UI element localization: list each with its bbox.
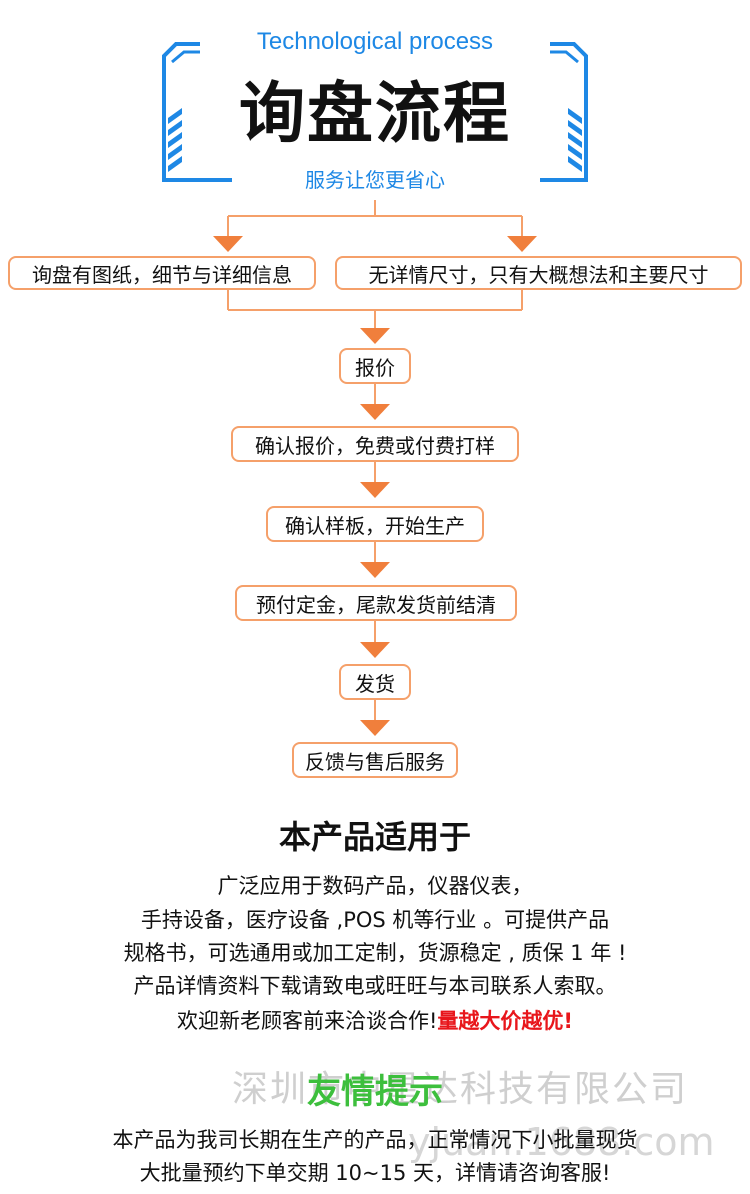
flow-connectors — [213, 200, 537, 736]
applicable-line-1: 广泛应用于数码产品，仪器仪表， — [217, 874, 533, 898]
section-title-applicable: 本产品适用于 — [278, 818, 471, 856]
url-watermark: yjuan.1688.com — [408, 1120, 715, 1164]
subtitle: 服务让您更省心 — [305, 168, 445, 192]
page-title: 询盘流程 — [239, 75, 511, 152]
applicable-line-5: 欢迎新老顾客前来洽谈合作!量越大价越优! — [0, 1005, 750, 1035]
section-title-friendly: 友情提示 — [307, 1072, 443, 1112]
company-watermark: 深圳市中星达科技有限公司 — [232, 1069, 689, 1110]
applicable-line-2: 手持设备，医疗设备 ,POS 机等行业 。可提供产品 — [140, 908, 610, 932]
flow-step-feedback: 反馈与售后服务 — [292, 742, 458, 778]
flow-step-quote: 报价 — [339, 348, 411, 384]
flow-step-confirm-sample: 确认样板，开始生产 — [266, 506, 484, 542]
flow-branch-right: 无详情尺寸，只有大概想法和主要尺寸 — [335, 256, 742, 290]
flow-step-ship: 发货 — [339, 664, 411, 700]
flow-step-confirm-quote: 确认报价，免费或付费打样 — [231, 426, 519, 462]
english-title: Technological process — [256, 28, 494, 55]
applicable-line-4: 产品详情资料下载请致电或旺旺与本司联系人索取。 — [133, 974, 617, 998]
applicable-welcome-text: 欢迎新老顾客前来洽谈合作! — [177, 1009, 438, 1033]
header-bracket-decoration — [162, 42, 588, 182]
applicable-line-3: 规格书，可选通用或加工定制，货源稳定 , 质保 1 年 ! — [123, 941, 627, 965]
applicable-highlight-text: 量越大价越优! — [437, 1009, 573, 1033]
friendly-line-1: 本产品为我司长期在生产的产品，正常情况下小批量现货 — [112, 1128, 638, 1152]
arrow-icons — [213, 236, 537, 736]
flow-step-deposit: 预付定金，尾款发货前结清 — [235, 585, 517, 621]
friendly-line-2: 大批量预约下单交期 10~15 天，详情请咨询客服! — [139, 1161, 611, 1185]
flow-branch-left: 询盘有图纸，细节与详细信息 — [8, 256, 316, 290]
